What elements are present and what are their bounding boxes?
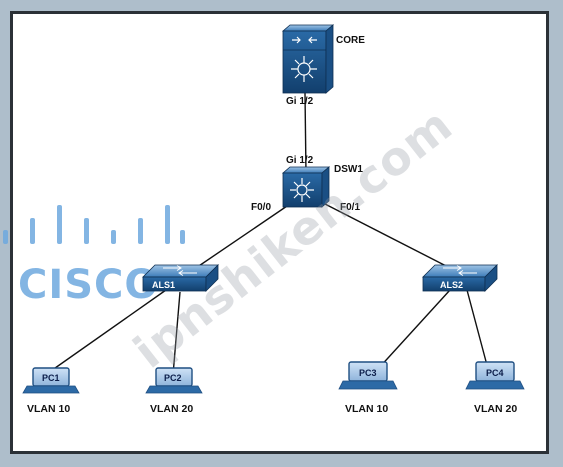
port-label-dsw1-gi: Gi 1/2 — [286, 155, 314, 166]
als2-label: ALS2 — [440, 280, 463, 290]
pc3-laptop[interactable]: PC3 — [338, 361, 398, 390]
laptop-icon — [22, 367, 80, 394]
link-als1-pc1 — [47, 289, 167, 374]
pc3-vlan: VLAN 10 — [345, 403, 388, 415]
switch-icon — [422, 264, 498, 292]
cisco-logo-bars-icon — [3, 205, 185, 244]
pc4-label: PC4 — [486, 368, 504, 378]
pc2-label: PC2 — [164, 373, 182, 383]
als1-label: ALS1 — [152, 280, 175, 290]
link-als2-pc4 — [466, 289, 489, 370]
link-als2-pc3 — [377, 289, 451, 370]
pc4-laptop[interactable]: PC4 — [465, 361, 525, 390]
pc2-vlan: VLAN 20 — [150, 403, 193, 415]
multilayer-switch-icon — [281, 24, 335, 94]
watermark: ipnshiken.com — [124, 97, 463, 378]
switch-icon — [142, 264, 219, 292]
core-label: CORE — [336, 35, 365, 46]
als1-switch[interactable]: ALS1 — [142, 264, 219, 292]
port-label-core-gi: Gi 1/2 — [286, 96, 314, 107]
laptop-icon — [145, 367, 203, 394]
cisco-logo: CISCO — [3, 205, 185, 308]
link-core-dsw1 — [304, 92, 307, 175]
dsw1-switch[interactable]: DSW1 — [281, 164, 363, 208]
pc1-label: PC1 — [42, 373, 60, 383]
laptop-icon — [338, 361, 398, 390]
link-dsw1-als1 — [189, 203, 291, 273]
pc1-vlan: VLAN 10 — [27, 403, 70, 415]
pc4-vlan: VLAN 20 — [474, 403, 517, 415]
laptop-icon — [465, 361, 525, 390]
multilayer-switch-icon — [281, 166, 331, 208]
port-label-dsw1-f00: F0/0 — [251, 202, 271, 213]
core-switch[interactable]: CORE — [281, 24, 365, 94]
als2-switch[interactable]: ALS2 — [422, 264, 498, 292]
pc2-laptop[interactable]: PC2 — [145, 367, 203, 394]
link-dsw1-als2 — [324, 203, 453, 270]
cisco-logo-text: CISCO — [18, 262, 159, 308]
port-label-dsw1-f01: F0/1 — [340, 202, 360, 213]
diagram-panel — [10, 11, 549, 454]
pc1-laptop[interactable]: PC1 — [22, 367, 80, 394]
links — [47, 92, 489, 376]
dsw1-label: DSW1 — [334, 164, 363, 175]
link-als1-pc2 — [172, 291, 181, 376]
pc3-label: PC3 — [359, 368, 377, 378]
